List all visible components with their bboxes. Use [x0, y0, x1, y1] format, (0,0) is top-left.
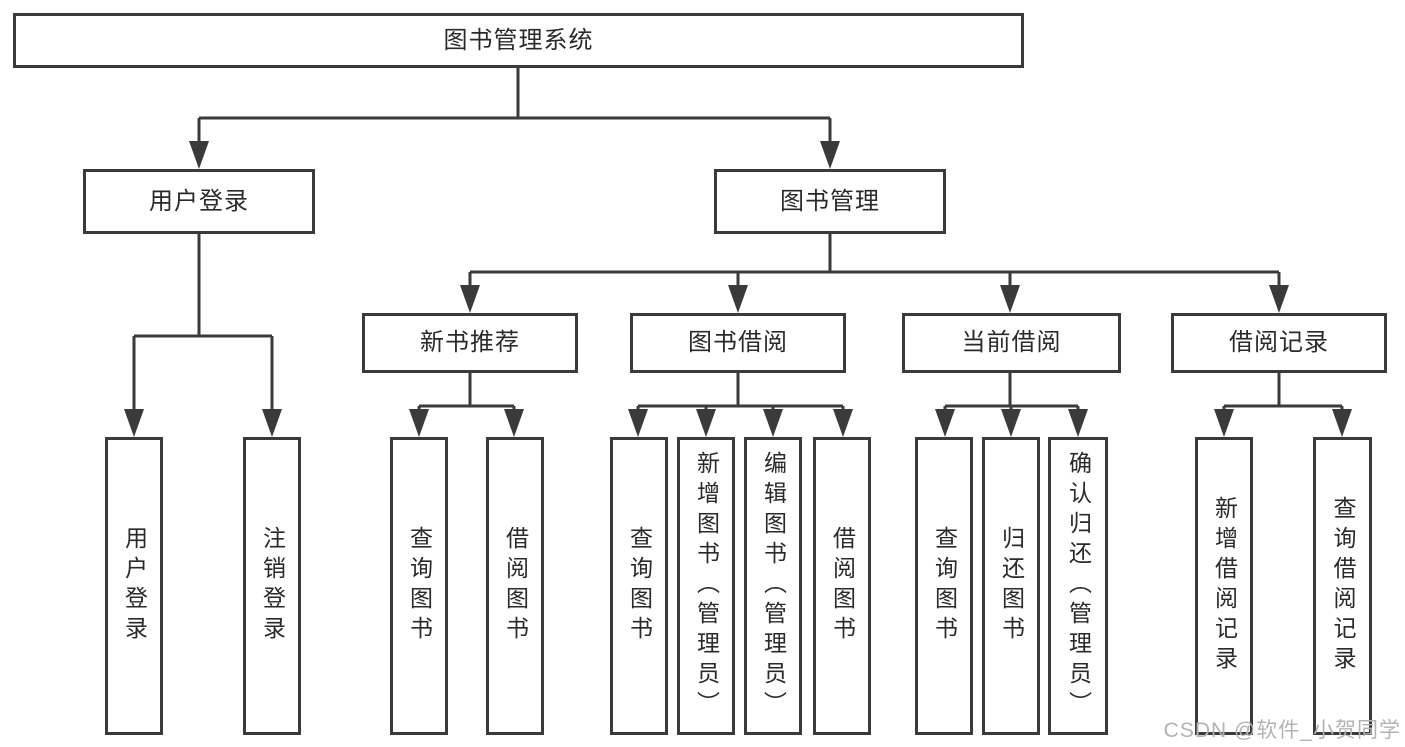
leaf-add-book-admin: 新增图书（管理员）: [677, 437, 735, 735]
leaf-borrow-books-recommend: 借阅图书: [486, 437, 544, 735]
node-book-management: 图书管理: [714, 169, 946, 234]
leaf-logout: 注销登录: [243, 437, 301, 735]
node-borrow-records: 借阅记录: [1171, 313, 1387, 373]
watermark: CSDN @软件_小贺同学: [1163, 719, 1401, 742]
node-book-borrow: 图书借阅: [630, 313, 846, 373]
leaf-borrow-books-borrow: 借阅图书: [813, 437, 871, 735]
node-user-login: 用户登录: [83, 169, 315, 234]
leaf-query-books-current: 查询图书: [915, 437, 973, 735]
leaf-query-books-recommend: 查询图书: [390, 437, 448, 735]
node-current-borrow: 当前借阅: [902, 313, 1121, 373]
node-root: 图书管理系统: [13, 13, 1024, 68]
leaf-confirm-return-admin: 确认归还（管理员）: [1048, 437, 1108, 735]
leaf-add-borrow-record: 新增借阅记录: [1195, 437, 1253, 735]
leaf-user-login: 用户登录: [105, 437, 163, 735]
leaf-edit-book-admin: 编辑图书（管理员）: [744, 437, 802, 735]
leaf-query-borrow-record: 查询借阅记录: [1313, 437, 1372, 735]
leaf-return-book: 归还图书: [982, 437, 1040, 735]
node-new-book-recommend: 新书推荐: [362, 313, 578, 373]
leaf-query-books-borrow: 查询图书: [610, 437, 668, 735]
